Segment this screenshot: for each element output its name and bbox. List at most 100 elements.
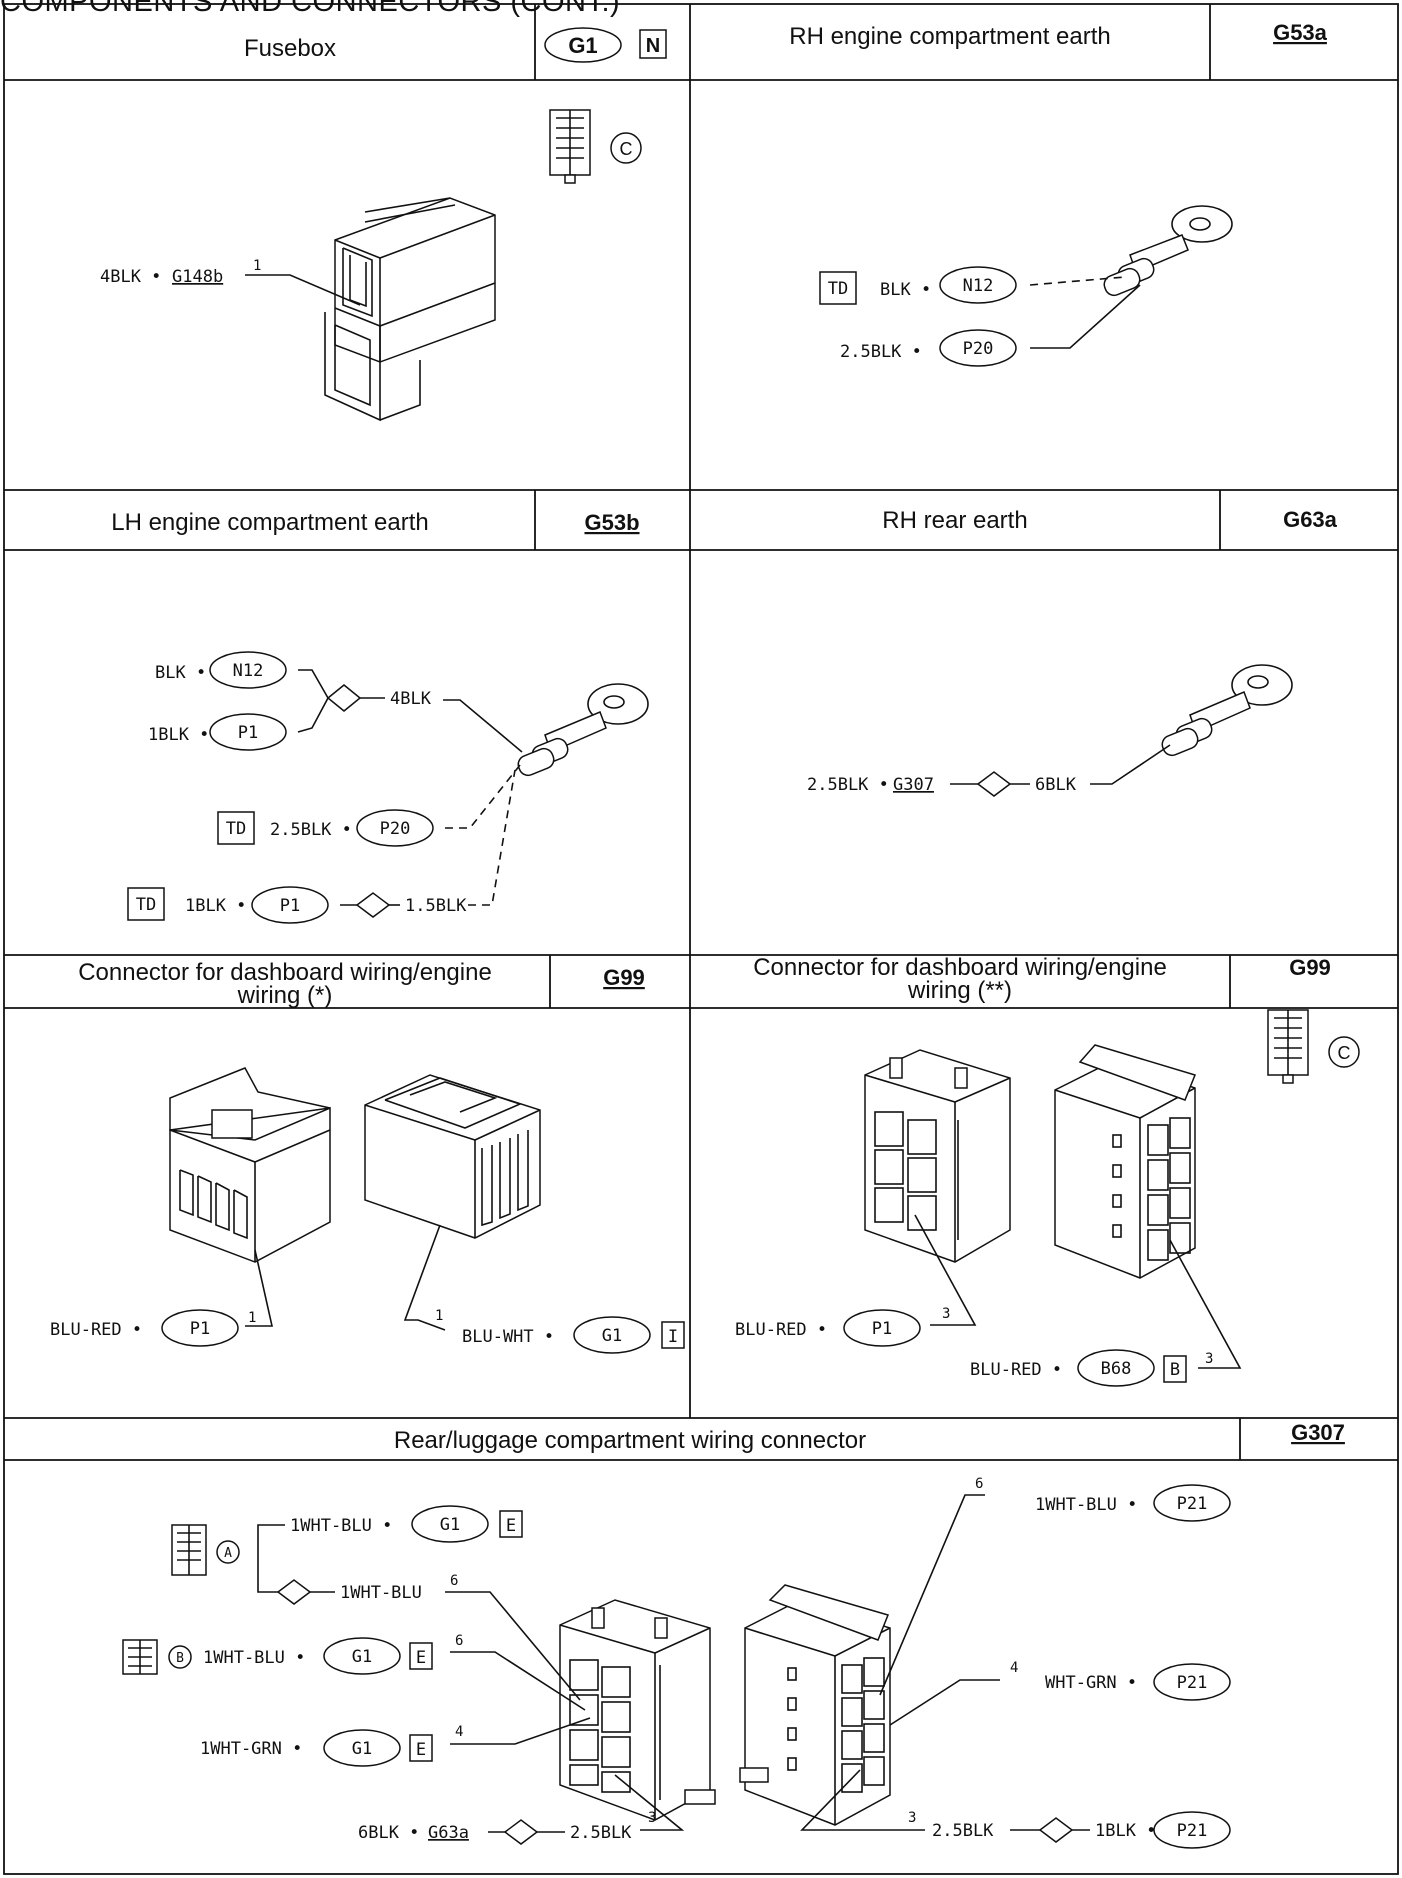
g307-left-wire5-ref: G63a	[428, 1823, 469, 1843]
rh-engine-earth-title: RH engine compartment earth	[789, 23, 1111, 50]
ring-terminal-icon	[1103, 205, 1233, 297]
rear-wire-in-label: 2.5BLK •	[807, 775, 889, 795]
splice-diamond	[326, 684, 362, 712]
g307-left-wire5-label: 6BLK •	[358, 1823, 419, 1843]
table-grid	[3, 3, 1399, 1875]
variant-badge: N	[646, 35, 660, 57]
g99b-wire2-label: BLU-RED •	[970, 1360, 1062, 1380]
g307-right-wire1-ref: P21	[1177, 1494, 1208, 1514]
rh-engine-earth-code: G53a	[1273, 20, 1328, 45]
g307-splice-diamond-3	[1038, 1817, 1074, 1843]
lh-wire4-ref: P1	[280, 896, 300, 916]
g99b-wire1-label: BLU-RED •	[735, 1320, 827, 1340]
g99a-wire2-label: BLU-WHT •	[462, 1327, 554, 1347]
g99a-pin2: 1	[435, 1308, 443, 1324]
g99b-title-line2: wiring (**)	[907, 977, 1012, 1004]
lh-wire2-label: 1BLK •	[148, 725, 209, 745]
g99a-title-line2: wiring (*)	[237, 982, 333, 1009]
g99a-code: G99	[603, 965, 645, 990]
rear-wire-in-ref: G307	[893, 775, 934, 795]
g99b-title-line1: Connector for dashboard wiring/engine	[753, 954, 1167, 981]
fusebox-connector-drawing	[324, 197, 496, 422]
g307-right-pin2: 4	[1010, 1660, 1018, 1676]
g307-left-pin5: 3	[648, 1810, 656, 1826]
g307-left-wire3-ref: G1	[352, 1647, 372, 1667]
panel-rh-engine-earth: RH engine compartment earth G53a TD BLK …	[789, 20, 1328, 367]
g307-view-icon-a: A	[171, 1524, 240, 1576]
rh-rear-earth-code: G63a	[1283, 507, 1338, 532]
g99a-wire1-label: BLU-RED •	[50, 1320, 142, 1340]
g99b-connector-right	[1054, 1044, 1197, 1279]
fusebox-view-badge: C	[620, 139, 633, 159]
fusebox-wire-label: 4BLK •	[100, 267, 161, 287]
panel-fusebox: Fusebox G1 N C 4BLK • G148b	[100, 27, 667, 422]
lh-wire3-label: 2.5BLK •	[270, 820, 352, 840]
g99a-pin1: 1	[248, 1310, 256, 1326]
g307-right-pin3: 3	[908, 1810, 916, 1826]
fusebox-pin: 1	[253, 258, 261, 274]
g307-left-wire2-label: 1WHT-BLU	[340, 1583, 422, 1603]
g99b-connector-left	[864, 1049, 1011, 1263]
lh-splice-out2: 1.5BLK	[405, 896, 467, 916]
g307-view-badge-b: B	[176, 1651, 184, 1666]
rh-wire2-ref: P20	[963, 339, 994, 359]
rh-td-badge: TD	[828, 279, 848, 299]
g307-splice-diamond-2	[503, 1819, 539, 1845]
panel-rh-rear-earth: RH rear earth G63a 2.5BLK • G307 6BLK	[807, 507, 1338, 797]
lh-wire1-label: BLK •	[155, 663, 206, 683]
panel-g99-b: Connector for dashboard wiring/engine wi…	[735, 954, 1360, 1387]
rear-wire-out: 6BLK	[1035, 775, 1077, 795]
splice-diamond-2	[355, 892, 391, 918]
g307-splice-diamond-1	[276, 1579, 312, 1605]
ring-terminal-icon-lh	[517, 683, 649, 777]
rear-splice-diamond	[976, 771, 1012, 797]
rh-wire1-label: BLK •	[880, 280, 931, 300]
g307-right-wire3-ref: P21	[1177, 1821, 1208, 1841]
lh-td-badge-1: TD	[226, 819, 246, 839]
g307-right-wire3-label: 2.5BLK	[932, 1821, 994, 1841]
rh-wire2-label: 2.5BLK •	[840, 342, 922, 362]
g307-title: Rear/luggage compartment wiring connecto…	[394, 1427, 866, 1454]
fusebox-code: G1	[568, 33, 597, 58]
g99b-wire1-ref: P1	[872, 1319, 892, 1339]
g307-code: G307	[1291, 1420, 1345, 1445]
g99a-wire1-ref: P1	[190, 1319, 210, 1339]
g99a-title-line1: Connector for dashboard wiring/engine	[78, 959, 492, 986]
g307-left-pin2: 6	[450, 1573, 458, 1589]
rh-rear-earth-title: RH rear earth	[882, 507, 1027, 534]
panel-lh-engine-earth: LH engine compartment earth G53b BLK • N…	[111, 509, 649, 924]
fusebox-code-oval	[544, 27, 622, 63]
g307-left-wire3-badge: E	[416, 1648, 426, 1668]
g307-right-wire3-out: 1BLK •	[1095, 1821, 1156, 1841]
g99a-wire2-ref: G1	[602, 1326, 622, 1346]
fusebox-view-icon: C	[549, 109, 642, 184]
g307-right-wire2-label: WHT-GRN •	[1045, 1673, 1137, 1693]
lh-td-badge-2: TD	[136, 895, 156, 915]
lh-td-box-1	[217, 811, 255, 845]
fusebox-title: Fusebox	[244, 35, 336, 62]
g307-left-wire4-ref: G1	[352, 1739, 372, 1759]
lh-wire1-ref: N12	[233, 661, 264, 681]
g99b-view-icon: C	[1267, 1009, 1360, 1084]
g307-left-wire1-badge: E	[506, 1516, 516, 1536]
lh-splice-out: 4BLK	[390, 689, 432, 709]
g99b-pin1: 3	[942, 1306, 950, 1322]
g99b-wire2-badge: B	[1170, 1360, 1180, 1380]
g307-left-wire1-ref: G1	[440, 1515, 460, 1535]
g307-right-wire1-label: 1WHT-BLU •	[1035, 1495, 1137, 1515]
lh-wire2-ref: P1	[238, 723, 258, 743]
g307-connector-left	[559, 1599, 716, 1821]
g307-left-wire3-label: 1WHT-BLU •	[203, 1648, 305, 1668]
g99a-connector-left	[169, 1067, 331, 1263]
g307-left-wire5-out: 2.5BLK	[570, 1823, 632, 1843]
ring-terminal-icon-rear	[1161, 664, 1293, 757]
g307-right-pin1: 6	[975, 1476, 983, 1492]
g307-left-pin4: 4	[455, 1724, 463, 1740]
g99b-code: G99	[1289, 955, 1331, 980]
lh-engine-earth-title: LH engine compartment earth	[111, 509, 429, 536]
lh-td-box-2	[127, 887, 165, 921]
g307-left-wire4-badge: E	[416, 1740, 426, 1760]
g307-connector-right	[739, 1584, 891, 1826]
g99b-pin2: 3	[1205, 1351, 1213, 1367]
td-badge-box	[819, 271, 857, 305]
